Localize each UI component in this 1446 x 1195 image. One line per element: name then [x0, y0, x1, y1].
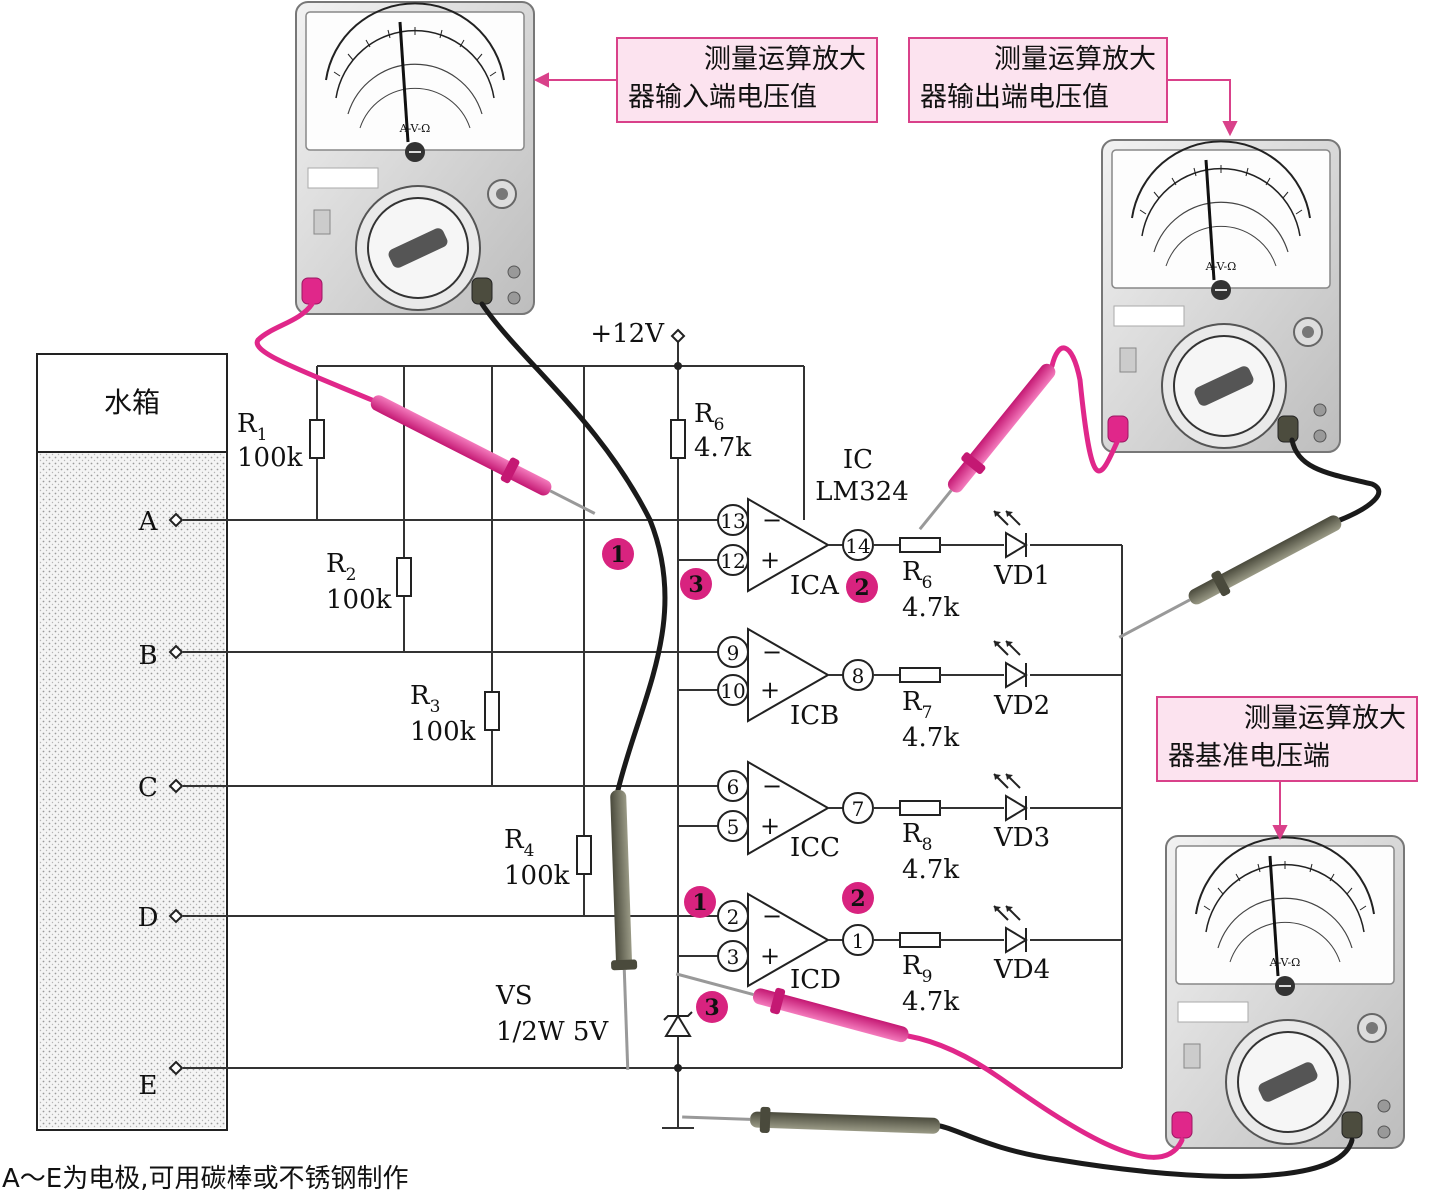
marker-3-top: 3 [680, 568, 712, 600]
svg-text:4.7k: 4.7k [902, 855, 959, 885]
ic-model: LM324 [815, 477, 909, 507]
caption: A～E为电极,可用碳棒或不锈钢制作 [2, 1164, 409, 1194]
svg-text:R3: R3 [410, 681, 440, 717]
svg-text:VD2: VD2 [993, 691, 1050, 721]
svg-text:A-V-Ω: A-V-Ω [399, 122, 431, 135]
svg-text:R8: R8 [902, 819, 932, 855]
svg-text:9: 9 [727, 641, 740, 665]
marker-1-bottom: 1 [684, 886, 716, 918]
svg-text:R9: R9 [902, 951, 932, 987]
resistor-r1: R1 100k [237, 409, 325, 473]
svg-text:10: 10 [720, 679, 745, 703]
svg-text:D: D [138, 903, 159, 933]
svg-text:2: 2 [727, 905, 740, 929]
test-leads [254, 301, 1382, 1179]
svg-text:A: A [138, 507, 159, 537]
svg-text:1: 1 [610, 542, 625, 568]
svg-text:3: 3 [704, 995, 719, 1021]
svg-text:+: + [760, 812, 780, 840]
svg-text:VD3: VD3 [993, 823, 1050, 853]
svg-text:VD4: VD4 [993, 955, 1050, 985]
svg-text:−: − [762, 772, 782, 800]
svg-text:R1: R1 [237, 409, 267, 445]
svg-text:5: 5 [727, 815, 740, 839]
svg-text:6: 6 [727, 775, 740, 799]
svg-text:100k: 100k [410, 717, 476, 747]
resistor-r2: R2 100k [326, 549, 412, 615]
opamp-icd: 2 3 − + 1 ICD R9 4.7k VD4 [717, 893, 1050, 1017]
multimeter-reference: A-V-Ω [1164, 834, 1406, 1150]
svg-text:7: 7 [852, 797, 865, 821]
svg-text:+: + [760, 942, 780, 970]
supply-node: +12V [590, 319, 686, 349]
marker-2-bottom: 2 [842, 882, 874, 914]
svg-text:−: − [762, 638, 782, 666]
svg-text:12: 12 [720, 549, 745, 573]
multimeter-output: A-V-Ω [1100, 138, 1342, 454]
supply-label: +12V [590, 319, 665, 349]
svg-text:VD1: VD1 [993, 561, 1050, 591]
callout-arrows [533, 72, 1288, 841]
svg-text:13: 13 [720, 509, 745, 533]
electrode-a: A [138, 507, 184, 537]
svg-text:A-V-Ω: A-V-Ω [1269, 956, 1301, 969]
svg-text:100k: 100k [237, 443, 303, 473]
zener-vs: VS 1/2W 5V [495, 981, 693, 1047]
resistor-r4: R4 100k [504, 825, 592, 891]
svg-text:100k: 100k [326, 585, 392, 615]
electrode-d: D [138, 903, 184, 933]
svg-text:3: 3 [688, 572, 703, 598]
svg-text:R4: R4 [504, 825, 534, 861]
svg-text:R6: R6 [902, 557, 932, 593]
svg-text:14: 14 [845, 534, 870, 558]
svg-text:+: + [760, 546, 780, 574]
svg-text:4.7k: 4.7k [902, 987, 959, 1017]
svg-text:A-V-Ω: A-V-Ω [1205, 260, 1237, 273]
probes [370, 363, 1342, 1134]
svg-text:ICA: ICA [790, 571, 840, 601]
svg-text:+: + [760, 676, 780, 704]
note-input-voltage: 测量运算放大 器输入端电压值 [616, 37, 878, 123]
svg-text:ICB: ICB [790, 701, 839, 731]
svg-text:2: 2 [854, 575, 869, 601]
resistor-r6-top: R6 4.7k [670, 399, 751, 463]
svg-text:1/2W 5V: 1/2W 5V [496, 1017, 609, 1047]
opamp-icb: 9 10 − + 8 ICB R7 4.7k VD2 [717, 628, 1050, 753]
water-tank: 水箱 [36, 353, 228, 1131]
electrode-b: B [138, 641, 184, 671]
svg-text:R2: R2 [326, 549, 356, 585]
svg-text:ICC: ICC [790, 833, 840, 863]
svg-text:4.7k: 4.7k [902, 593, 959, 623]
svg-text:1: 1 [852, 929, 865, 953]
svg-text:B: B [138, 641, 157, 671]
svg-text:1: 1 [692, 890, 707, 916]
svg-text:2: 2 [850, 886, 865, 912]
svg-text:E: E [139, 1071, 158, 1101]
svg-text:R7: R7 [902, 687, 932, 723]
marker-3-bottom: 3 [696, 991, 728, 1023]
tank-label: 水箱 [104, 386, 160, 419]
opamp-icc: 6 5 − + 7 ICC R8 4.7k VD3 [717, 761, 1050, 885]
note-output-voltage: 测量运算放大 器输出端电压值 [908, 37, 1168, 123]
multimeter-input: A-V-Ω [294, 0, 536, 316]
svg-text:8: 8 [852, 664, 865, 688]
svg-text:100k: 100k [504, 861, 570, 891]
svg-text:4.7k: 4.7k [902, 723, 959, 753]
marker-1-top: 1 [602, 538, 634, 570]
electrode-e: E [139, 1060, 184, 1101]
svg-text:C: C [138, 773, 158, 803]
marker-2-top: 2 [846, 571, 878, 603]
svg-text:3: 3 [727, 945, 740, 969]
electrode-c: C [138, 773, 184, 803]
svg-text:VS: VS [495, 981, 533, 1011]
svg-text:4.7k: 4.7k [694, 433, 751, 463]
svg-text:R6: R6 [694, 399, 724, 435]
svg-text:−: − [762, 506, 782, 534]
note-reference-voltage: 测量运算放大 器基准电压端 [1156, 696, 1418, 782]
svg-text:ICD: ICD [790, 965, 841, 995]
opamp-ica: 13 12 − + 14 ICA R6 4.7k VD1 [717, 498, 1050, 623]
svg-text:−: − [762, 902, 782, 930]
ic-name: IC [843, 445, 873, 475]
resistor-r3: R3 100k [410, 681, 500, 747]
